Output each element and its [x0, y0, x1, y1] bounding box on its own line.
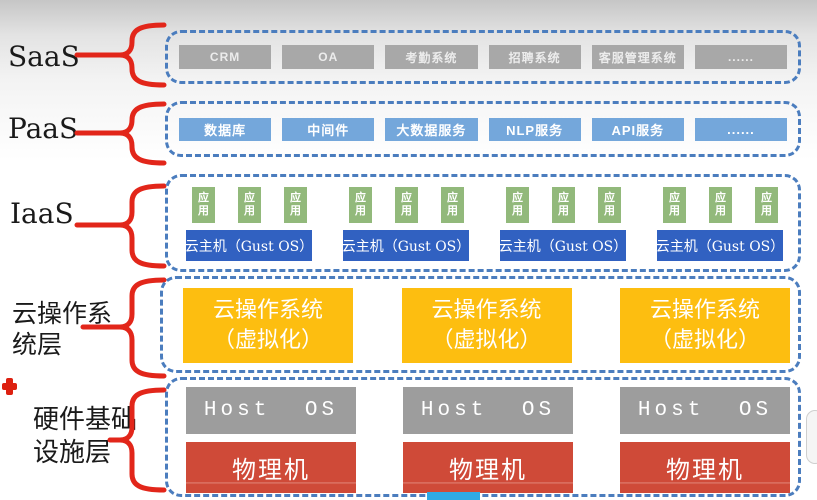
label-hardware-line2: 设施层 — [33, 438, 112, 468]
right-edge-artifact — [806, 410, 817, 464]
hardware-layer-container: Host OS 物理机 Host OS 物理机 Host OS 物理机 — [165, 377, 801, 497]
vm-group-1: 应用 应用 应用 云主机（Gust OS） — [185, 177, 313, 269]
cloud-os-box-line1: 云操作系统 — [212, 297, 323, 323]
physical-machine-box: 物理机 — [403, 442, 573, 493]
saas-box-oa: OA — [282, 45, 375, 69]
brace-paas — [74, 101, 167, 166]
paas-box-nlp: NLP服务 — [488, 117, 581, 141]
cloud-host-box: 云主机（Gust OS） — [499, 230, 627, 261]
app-row: 应用 应用 应用 — [343, 177, 469, 223]
cloud-os-box-line2: （虚拟化） — [649, 327, 760, 353]
vm-group-4: 应用 应用 应用 云主机（Gust OS） — [656, 177, 784, 269]
vm-group-3: 应用 应用 应用 云主机（Gust OS） — [499, 177, 627, 269]
vm-group-2: 应用 应用 应用 云主机（Gust OS） — [342, 177, 470, 269]
cloud-os-layer-container: 云操作系统 （虚拟化） 云操作系统 （虚拟化） 云操作系统 （虚拟化） — [160, 276, 801, 373]
label-cloud-os-line1: 云操作系 — [12, 299, 113, 328]
physical-machine-box: 物理机 — [186, 442, 356, 493]
saas-box-recruiting: 招聘系统 — [488, 45, 581, 69]
cloud-os-box-line1: 云操作系统 — [649, 297, 760, 323]
cloud-host-box: 云主机（Gust OS） — [185, 230, 313, 261]
paas-box-api: API服务 — [591, 117, 684, 141]
cloud-os-box-1: 云操作系统 （虚拟化） — [183, 288, 353, 363]
saas-box-crm: CRM — [179, 45, 272, 69]
paas-box-database: 数据库 — [179, 117, 272, 141]
brace-cloud-os — [80, 277, 167, 379]
app-box: 应用 — [709, 187, 732, 223]
hardware-column-3: Host OS 物理机 — [620, 387, 790, 494]
cloud-os-box-3: 云操作系统 （虚拟化） — [620, 288, 790, 363]
brace-iaas — [74, 183, 167, 269]
label-paas: PaaS — [8, 112, 79, 145]
saas-box-attendance: 考勤系统 — [385, 45, 478, 69]
label-hardware-layer: 硬件基础设施层 — [33, 404, 137, 470]
paas-box-bigdata: 大数据服务 — [385, 117, 478, 141]
physical-machine-box: 物理机 — [620, 442, 790, 493]
app-box: 应用 — [506, 187, 529, 223]
cloud-host-box: 云主机（Gust OS） — [656, 230, 784, 261]
saas-box-ellipsis: ...... — [694, 45, 788, 69]
app-row: 应用 应用 应用 — [657, 177, 783, 223]
video-progress-bar[interactable] — [427, 492, 480, 500]
paas-box-ellipsis: ...... — [694, 117, 788, 141]
app-box: 应用 — [441, 187, 464, 223]
saas-box-customer-service: 客服管理系统 — [591, 45, 684, 69]
red-plus-icon — [2, 378, 17, 395]
app-box: 应用 — [349, 187, 372, 223]
app-box: 应用 — [284, 187, 307, 223]
app-box: 应用 — [755, 187, 778, 223]
app-box: 应用 — [192, 187, 215, 223]
host-os-box: Host OS — [186, 387, 356, 434]
label-iaas: IaaS — [10, 197, 74, 230]
app-box: 应用 — [663, 187, 686, 223]
paas-layer-container: 数据库 中间件 大数据服务 NLP服务 API服务 ...... — [165, 101, 801, 157]
saas-layer-container: CRM OA 考勤系统 招聘系统 客服管理系统 ...... — [165, 30, 801, 84]
hardware-column-2: Host OS 物理机 — [403, 387, 573, 494]
cloud-os-box-line1: 云操作系统 — [431, 297, 542, 323]
brace-hardware — [107, 387, 167, 493]
app-box: 应用 — [238, 187, 261, 223]
app-box: 应用 — [552, 187, 575, 223]
host-os-box: Host OS — [403, 387, 573, 434]
label-saas: SaaS — [8, 40, 80, 73]
hardware-column-1: Host OS 物理机 — [186, 387, 356, 494]
label-cloud-os-line2: 统层 — [12, 330, 63, 359]
app-row: 应用 应用 应用 — [186, 177, 312, 223]
cloud-os-box-2: 云操作系统 （虚拟化） — [401, 288, 572, 363]
brace-saas — [74, 22, 167, 88]
app-box: 应用 — [395, 187, 418, 223]
cloud-os-box-line2: （虚拟化） — [212, 327, 323, 353]
label-cloud-os-layer: 云操作系统层 — [12, 298, 112, 360]
cloud-os-box-line2: （虚拟化） — [431, 327, 542, 353]
cloud-host-box: 云主机（Gust OS） — [342, 230, 470, 261]
app-row: 应用 应用 应用 — [500, 177, 626, 223]
host-os-box: Host OS — [620, 387, 790, 434]
paas-box-middleware: 中间件 — [282, 117, 375, 141]
iaas-layer-container: 应用 应用 应用 云主机（Gust OS） 应用 应用 应用 云主机（Gust … — [165, 174, 801, 272]
app-box: 应用 — [598, 187, 621, 223]
label-hardware-line1: 硬件基础 — [33, 405, 138, 435]
